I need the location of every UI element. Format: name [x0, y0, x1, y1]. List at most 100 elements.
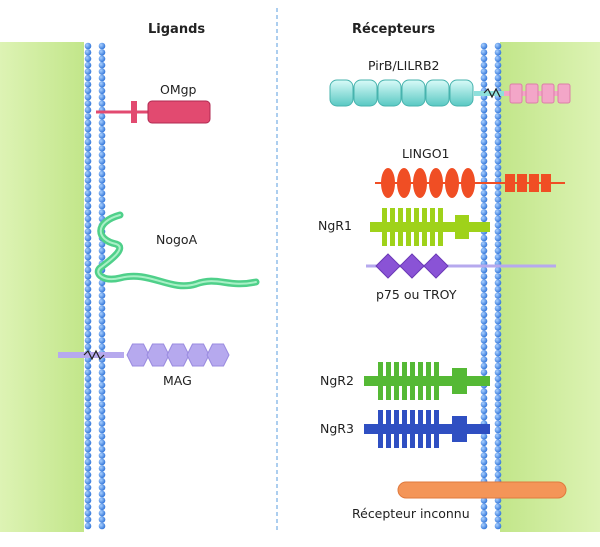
lingo1-intracellular-domain [505, 174, 515, 192]
membrane-bead [494, 113, 502, 120]
membrane-bead [84, 113, 92, 120]
membrane-bead [84, 209, 92, 216]
ngr3-lrr-domain [386, 410, 391, 448]
membrane-bead [480, 516, 488, 523]
membrane-bead [98, 61, 106, 69]
membrane-bead [480, 81, 488, 88]
membrane-bead [480, 61, 488, 69]
membrane-bead [494, 125, 502, 133]
membrane-bead [494, 292, 502, 299]
membrane-bead [480, 106, 488, 114]
membrane-bead [494, 221, 502, 229]
membrane-bead [84, 330, 92, 338]
membrane-bead [494, 157, 502, 165]
membrane-bead [84, 337, 92, 344]
membrane-bead [98, 343, 106, 351]
membrane-bead [84, 369, 92, 376]
unknown-receptor [397, 481, 567, 499]
membrane-bead [494, 458, 502, 466]
pirb-ig-domain [449, 79, 474, 107]
left-cell-cytoplasm [0, 42, 84, 532]
left-membrane-inner [98, 42, 106, 530]
membrane-bead [84, 157, 92, 165]
membrane-bead [494, 324, 502, 331]
membrane-bead [494, 132, 502, 139]
membrane-bead [494, 234, 502, 242]
ngr3-lrr-domain [434, 410, 439, 448]
membrane-bead [84, 138, 92, 146]
lingo1-label: LINGO1 [402, 146, 450, 161]
membrane-bead [494, 439, 502, 447]
membrane-bead [84, 202, 92, 210]
membrane-bead [494, 305, 502, 312]
membrane-bead [494, 55, 502, 63]
membrane-bead [98, 369, 106, 376]
ngr2-label: NgR2 [320, 373, 354, 388]
membrane-bead [98, 138, 106, 146]
membrane-bead [494, 445, 502, 453]
membrane-bead [98, 125, 106, 133]
membrane-bead [84, 516, 92, 523]
membrane-bead [494, 145, 502, 152]
membrane-bead [84, 266, 92, 274]
pirb-ig-domain [377, 79, 402, 107]
membrane-bead [98, 202, 106, 210]
membrane-bead [480, 68, 488, 75]
right-membrane-inner [494, 42, 502, 530]
membrane-bead [494, 241, 502, 248]
membrane-bead [480, 125, 488, 133]
membrane-bead [98, 292, 106, 299]
membrane-bead [98, 100, 106, 107]
ngr3-lrr-domain [402, 410, 407, 448]
membrane-bead [98, 317, 106, 325]
right-membrane-outer [480, 42, 488, 530]
membrane-bead [494, 497, 502, 504]
membrane-bead [84, 68, 92, 75]
mag-ig-domain [186, 343, 210, 367]
membrane-bead [84, 81, 92, 88]
membrane-bead [494, 81, 502, 88]
membrane-bead [480, 183, 488, 191]
membrane-bead [84, 362, 92, 370]
membrane-bead [494, 394, 502, 402]
omgp-ligand [96, 100, 211, 124]
membrane-bead [84, 497, 92, 504]
membrane-bead [480, 234, 488, 242]
membrane-bead [98, 68, 106, 75]
pirb-intracellular-domain [525, 83, 539, 104]
membrane-bead [480, 215, 488, 223]
lingo1-lrr-domain [381, 168, 395, 198]
lingo1-lrr-domain [397, 168, 411, 198]
membrane-bead [98, 439, 106, 447]
membrane-bead [494, 369, 502, 376]
membrane-bead [84, 445, 92, 453]
membrane-bead [494, 407, 502, 415]
lingo1-intracellular-domain [541, 174, 551, 192]
membrane-bead [480, 113, 488, 120]
ngr2-lrr-domain [418, 362, 423, 400]
pirb-intracellular-domain [509, 83, 523, 104]
membrane-bead [98, 516, 106, 523]
membrane-bead [480, 458, 488, 466]
membrane-bead [480, 49, 488, 56]
membrane-bead [480, 471, 488, 479]
membrane-bead [84, 343, 92, 351]
membrane-bead [84, 42, 92, 50]
ngr2-lrr-domain [434, 362, 439, 400]
membrane-bead [84, 253, 92, 261]
membrane-bead [98, 49, 106, 56]
membrane-bead [84, 433, 92, 440]
membrane-bead [494, 151, 502, 159]
membrane-bead [480, 196, 488, 203]
membrane-bead [98, 401, 106, 408]
membrane-bead [84, 87, 92, 95]
membrane-bead [494, 471, 502, 479]
membrane-bead [98, 465, 106, 472]
membrane-bead [494, 337, 502, 344]
membrane-bead [480, 407, 488, 415]
membrane-bead [494, 298, 502, 306]
pirb-receptor [329, 79, 571, 107]
membrane-bead [494, 516, 502, 523]
membrane-bead [494, 189, 502, 197]
